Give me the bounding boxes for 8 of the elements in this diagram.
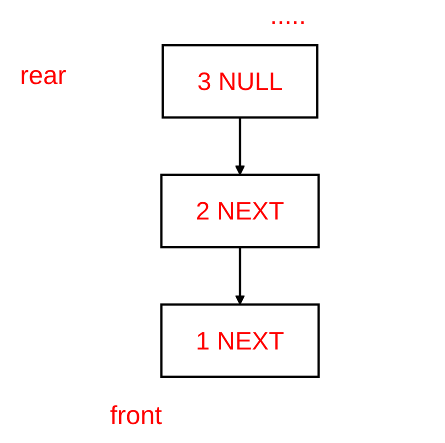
node-box: 1 NEXT [160, 303, 320, 378]
arrow [234, 117, 246, 176]
pointer-label: rear [20, 60, 66, 91]
node-box: 3 NULL [162, 44, 318, 119]
pointer-label: front [110, 400, 162, 431]
arrow [234, 247, 246, 305]
note-text: ..... [270, 0, 306, 31]
node-box: 2 NEXT [160, 174, 320, 248]
